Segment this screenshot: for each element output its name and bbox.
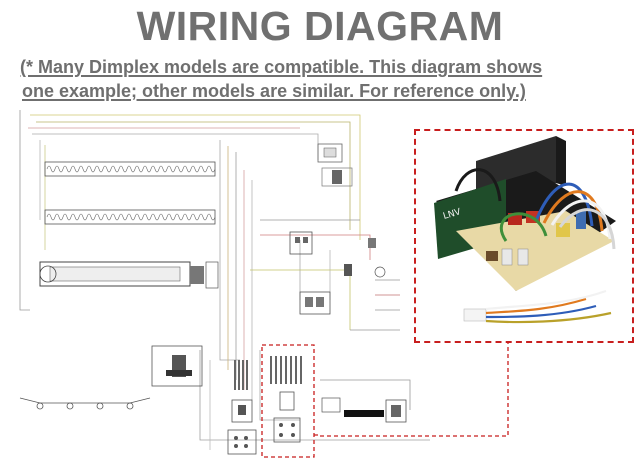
heating-element-lower bbox=[44, 209, 216, 225]
wire-traces bbox=[19, 110, 430, 450]
compatibility-note-line1: (* Many Dimplex models are compatible. T… bbox=[20, 57, 543, 77]
wiring-schematic bbox=[19, 110, 509, 458]
thermal-limit-switch bbox=[289, 231, 313, 255]
harness-connector bbox=[227, 399, 257, 455]
control-board-photo: LNV bbox=[434, 136, 616, 324]
compatibility-note-line2: one example; other models are similar. F… bbox=[22, 81, 526, 101]
wire-loop bbox=[454, 168, 616, 250]
page-title: WIRING DIAGRAM bbox=[136, 3, 504, 49]
control-board-photo-frame: LNV bbox=[414, 129, 634, 343]
board-label: LNV bbox=[442, 207, 463, 222]
ember-bulb-string bbox=[19, 397, 151, 410]
blower-motor bbox=[39, 261, 219, 289]
flame-motor bbox=[151, 345, 203, 387]
remote-receiver bbox=[321, 397, 407, 423]
relay-block bbox=[299, 291, 331, 315]
capacitor bbox=[576, 211, 586, 229]
pin-header bbox=[234, 360, 248, 390]
molex-connector bbox=[463, 308, 487, 322]
control-board-callout bbox=[261, 343, 509, 458]
selector-switch bbox=[317, 143, 353, 187]
heating-element-upper bbox=[44, 161, 216, 177]
thermostat bbox=[344, 238, 386, 278]
main-pcb bbox=[456, 211, 614, 291]
